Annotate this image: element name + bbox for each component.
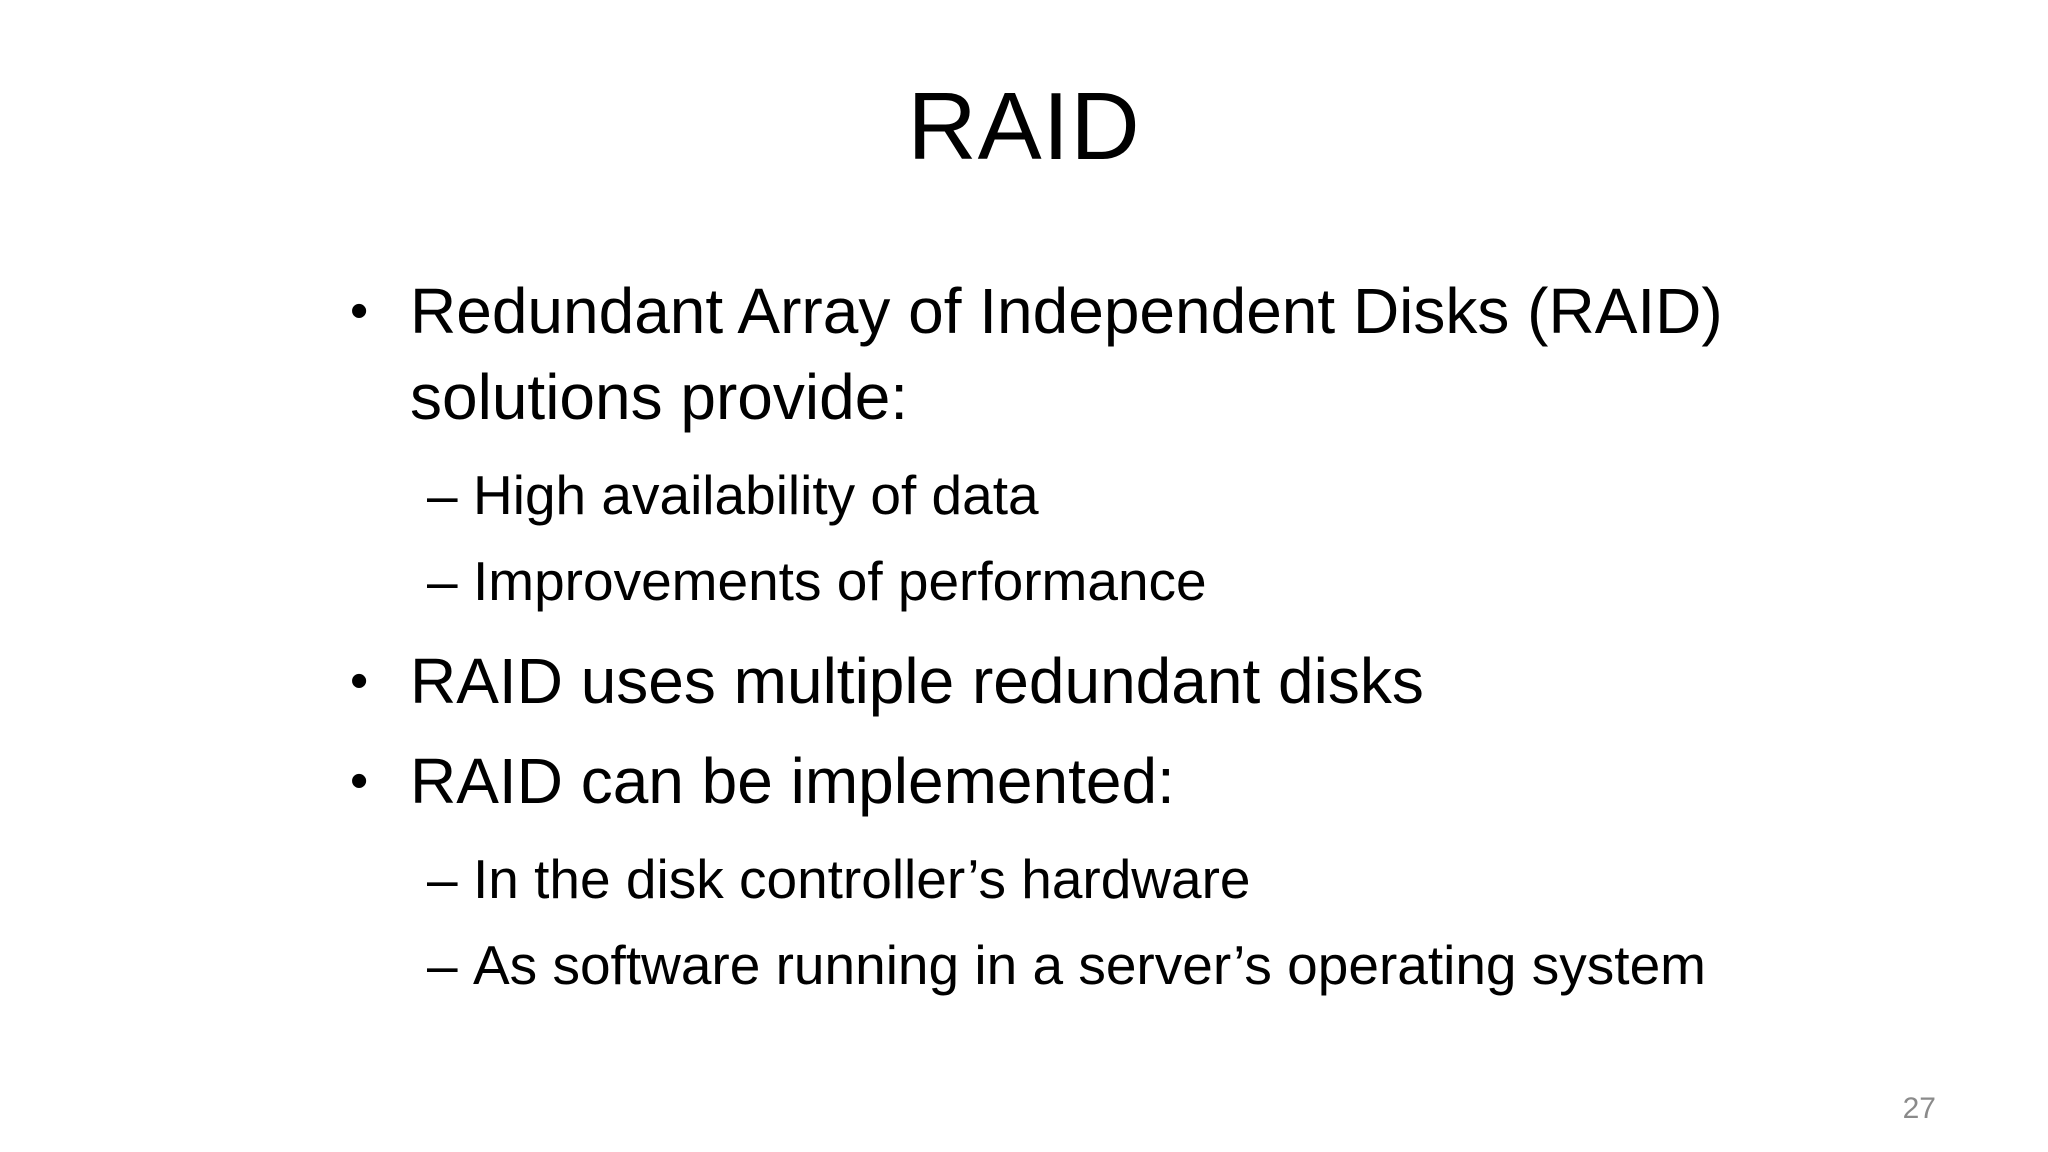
- sub-bullet-item: – High availability of data: [427, 452, 1910, 538]
- sub-bullet-marker: –: [427, 934, 458, 996]
- sub-bullet-item: – In the disk controller’s hardware: [427, 836, 1910, 922]
- bullet-text: RAID uses multiple redundant disks: [410, 645, 1424, 717]
- sub-bullet-text: Improvements of performance: [473, 550, 1207, 612]
- sub-bullet-marker: –: [427, 848, 458, 910]
- bullet-text: Redundant Array of Independent Disks (RA…: [410, 275, 1723, 433]
- sub-bullet-item: – Improvements of performance: [427, 538, 1910, 624]
- bullet-text: RAID can be implemented:: [410, 745, 1175, 817]
- sub-bullet-item: – As software running in a server’s oper…: [427, 922, 1910, 1008]
- bullet-item: • Redundant Array of Independent Disks (…: [350, 268, 1910, 440]
- slide-title: RAID: [907, 73, 1141, 180]
- bullet-item: • RAID uses multiple redundant disks: [350, 638, 1910, 724]
- sub-bullet-text: As software running in a server’s operat…: [473, 934, 1706, 996]
- sub-bullet-marker: –: [427, 464, 458, 526]
- page-number: 27: [1902, 1092, 1936, 1125]
- bullet-list: • Redundant Array of Independent Disks (…: [350, 268, 1910, 1008]
- bullet-marker: •: [350, 752, 369, 810]
- bullet-item: • RAID can be implemented:: [350, 738, 1910, 824]
- sub-bullet-text: High availability of data: [473, 464, 1039, 526]
- sub-bullet-text: In the disk controller’s hardware: [473, 848, 1251, 910]
- bullet-marker: •: [350, 652, 369, 710]
- bullet-marker: •: [350, 282, 369, 340]
- sub-bullet-marker: –: [427, 550, 458, 612]
